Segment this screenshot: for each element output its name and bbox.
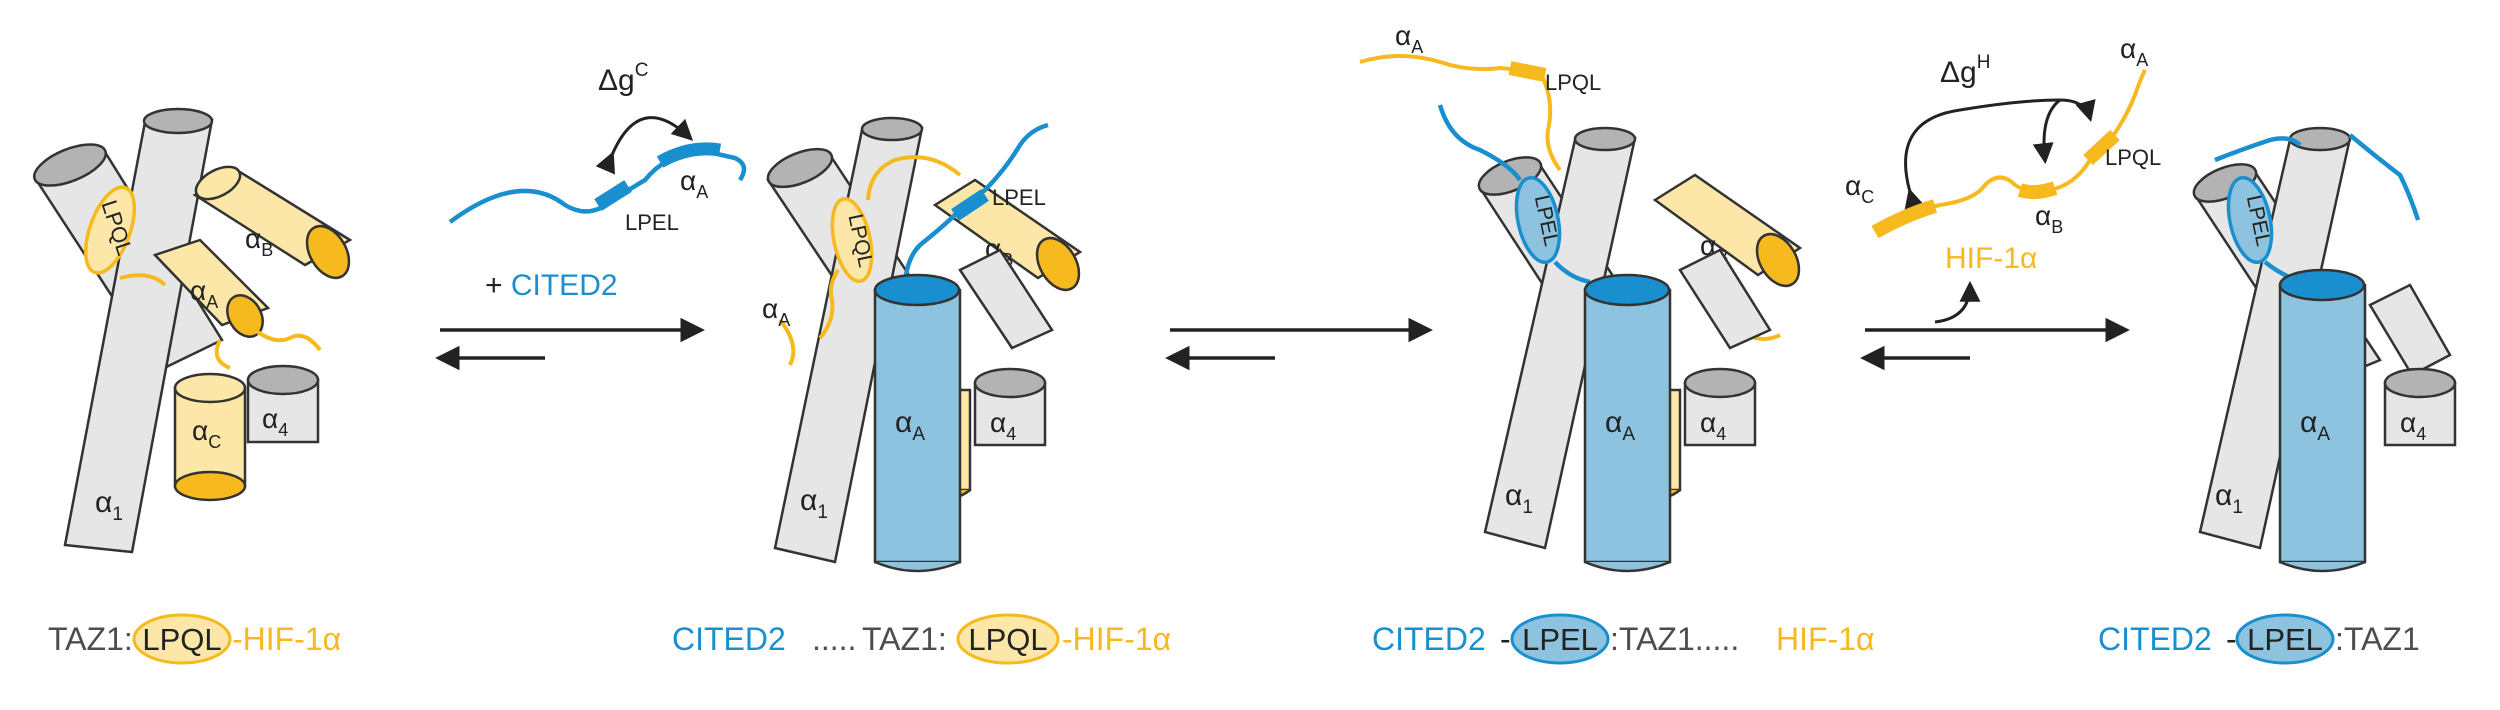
caption4-cited: CITED2 (2098, 621, 2212, 657)
lpel-motif-panel4: LPEL (2226, 175, 2275, 265)
cited2-alphaA-segment-free (656, 142, 722, 168)
caption2-taz1: TAZ1: (862, 621, 947, 657)
plus-cited2-label: + CITED2 (485, 269, 618, 302)
caption1-hif: -HIF-1α (232, 621, 341, 657)
alphaB-label-free: αB (2035, 200, 2063, 237)
caption4-dash: - (2226, 621, 2237, 657)
caption4-taz1: :TAZ1 (2335, 621, 2420, 657)
alpha1-label-panel3: α1 (1505, 479, 1533, 518)
lpql-motif-panel1: LPQL (83, 185, 138, 275)
caption2-cited: CITED2 (672, 621, 786, 657)
helix-alpha1-panel4 (2198, 126, 2352, 550)
lpel-motif-panel3: LPEL (1514, 175, 1563, 265)
caption-panel4: CITED2 - LPEL :TAZ1 (2098, 613, 2420, 665)
cited2-lpel-segment-panel2 (951, 189, 989, 221)
alphaA-label-cited2-panel4: αA (2300, 406, 2330, 445)
alphaA-label-hif-panel3: αA (1395, 20, 1423, 57)
delta-gc-arrow (595, 116, 694, 175)
step-2-equilibrium (1165, 317, 1433, 371)
grey-tube-right-panel4 (2368, 283, 2452, 377)
helix-alpha1-panel3 (1483, 126, 1637, 550)
step-1-cited2-binding: ΔgC αA LPEL + CITED2 (435, 60, 747, 371)
panel-2-ternary-lpql: LPQL αA αB α4 LPEL αA α1 (762, 116, 1083, 573)
caption2-motif-oval (956, 613, 1060, 665)
helix-alphaA-cited2-panel4: αA (2278, 268, 2367, 573)
delta-gh-arrow-branch (2032, 98, 2061, 165)
helix-alphaA-cited2-panel2: αA (873, 273, 962, 573)
hif-lpql-segment-free (2083, 129, 2120, 166)
cited2-chain-panel3 (1437, 104, 1591, 285)
caption4-motif: LPEL (2247, 622, 2323, 657)
alphaA-label-cited2-panel2: αA (895, 406, 925, 445)
delta-gc-label: ΔgC (598, 60, 648, 97)
caption3-dash: - (1500, 621, 1511, 657)
grey-tube-right-panel3 (1678, 248, 1772, 350)
hif-alphaC-segment-free (1871, 199, 1938, 239)
caption1-taz1: TAZ1: (48, 621, 133, 657)
alpha1-label-panel2: α1 (800, 484, 828, 523)
lpql-label-panel3: LPQL (1545, 70, 1601, 95)
alpha1-label-panel1: α1 (95, 486, 123, 525)
alphaC-label-free: αC (1845, 170, 1874, 207)
alphaA-label-cited2-panel3: αA (1605, 406, 1635, 445)
lpel-label-panel2: LPEL (992, 185, 1046, 210)
alpha4-label-panel1: α4 (262, 403, 288, 440)
caption1-motif-oval (132, 613, 232, 665)
caption-panel3: CITED2 - LPEL :TAZ1..... HIF-1α (1372, 613, 1875, 665)
lpel-label-free: LPEL (625, 210, 679, 235)
alpha4-label-panel3: α4 (1700, 407, 1726, 444)
panel-3-ternary-lpel: αA LPQL LPEL αB α4 (1359, 20, 1803, 573)
helix-alpha4-panel3: α4 (1683, 367, 1757, 447)
alphaA-label-panel1: αA (190, 275, 218, 312)
helix-alpha1-panel1 (63, 107, 214, 554)
helix-alpha4-panel4: α4 (2383, 367, 2457, 447)
panel-1-taz1-hif: LPQL αA αB αC α4 α1 (33, 107, 353, 554)
alphaA-label-cited2-free: αA (680, 165, 708, 202)
hif-lpql-segment-panel3 (1508, 61, 1547, 82)
panel-4-cited2-taz1: LPEL α4 αA α1 (2192, 126, 2457, 573)
helix-alphaA-cited2-panel3: αA (1583, 273, 1672, 573)
helix-alpha4-panel2: α4 (973, 367, 1047, 447)
alphaA-label-hif-panel2: αA (762, 293, 790, 330)
caption3-hif: HIF-1α (1776, 621, 1875, 657)
hif-linker-panel1 (119, 273, 322, 370)
caption-panel1: TAZ1: LPQL -HIF-1α (48, 613, 341, 665)
caption2-dots: ..... (812, 621, 856, 657)
helix-alphaC-panel1: αC (173, 372, 247, 502)
caption3-motif: LPEL (1522, 622, 1598, 657)
alphaA-label-hif-free: αA (2120, 33, 2148, 70)
grey-tube-right-panel2 (958, 248, 1054, 350)
alphaC-label-panel1: αC (192, 415, 221, 452)
hif-linker-panel2 (778, 155, 962, 366)
helix-alphaA-panel1: αA (152, 238, 271, 338)
step-3-hif-release: ΔgH αC αB αA LPQL HIF-1α (1845, 33, 2161, 371)
hif-release-label: HIF-1α (1945, 242, 2037, 275)
alpha1-label-panel4: α1 (2215, 479, 2243, 518)
lpql-motif-panel2: LPQL (830, 196, 877, 284)
helix-alpha1-panel2 (773, 116, 924, 564)
hif-alphaB-segment-free (2017, 181, 2058, 200)
helix-alphaB-panel1: αB (192, 165, 353, 280)
alpha4-label-panel2: α4 (990, 407, 1016, 444)
caption1-motif: LPQL (142, 622, 221, 657)
hif-chain-panel3 (1359, 54, 1562, 172)
cited2-lpel-segment-free (594, 180, 632, 211)
alphaB-label-panel1: αB (245, 223, 273, 260)
caption-panel2: CITED2 ..... TAZ1: LPQL -HIF-1α (672, 613, 1171, 665)
helix-alpha4-panel1: α4 (246, 364, 320, 444)
caption3-motif-oval (1510, 613, 1610, 665)
caption4-motif-oval (2235, 613, 2335, 665)
lpql-label-free: LPQL (2105, 145, 2161, 170)
hif-release-arrow (1934, 280, 1981, 324)
caption2-motif: LPQL (968, 622, 1047, 657)
delta-gh-label: ΔgH (1940, 52, 1990, 89)
caption3-cited: CITED2 (1372, 621, 1486, 657)
delta-gh-arrow (1904, 98, 2096, 211)
caption2-hif: -HIF-1α (1062, 621, 1171, 657)
alpha4-label-panel4: α4 (2400, 407, 2426, 444)
caption3-taz1: :TAZ1..... (1610, 621, 1739, 657)
